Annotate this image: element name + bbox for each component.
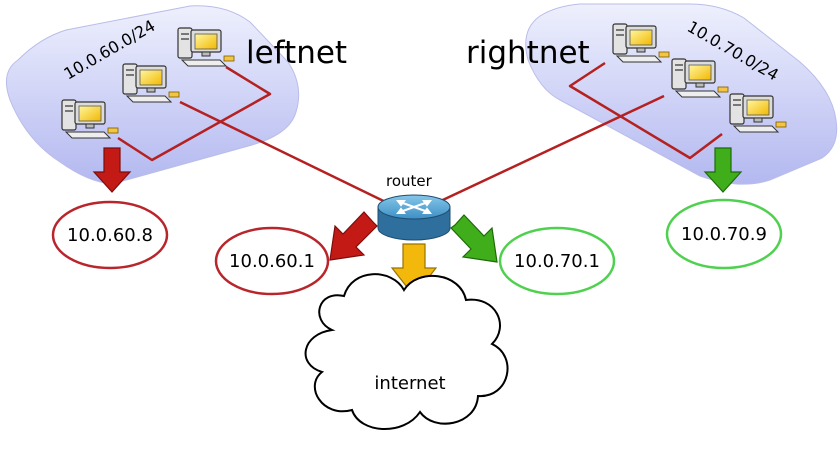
cable-right-1 [568,61,723,160]
router-right-ellipse [498,226,616,296]
router-left-ellipse [214,226,330,296]
router-right-address: 10.0.70.1 [514,251,600,272]
right-host-address: 10.0.70.9 [681,224,767,245]
right-host-ellipse [665,198,783,270]
router-left-address: 10.0.60.1 [229,251,315,272]
right-host-arrow-icon [703,147,743,193]
cable-right-2 [429,94,665,208]
internet-cloud-icon [304,273,509,430]
router-icon [377,194,451,241]
router-left-arrow-icon [329,211,378,261]
cables [117,61,723,210]
router-right-arrow-icon [450,214,498,263]
rightnet-title: rightnet [466,35,590,71]
leftnet-title: leftnet [246,35,347,71]
leftnet-subnet-area [5,5,300,185]
left-host-arrow-icon [92,147,132,193]
router-label: router [386,172,433,190]
cable-left-2 [179,100,399,210]
cable-left-1 [117,65,272,162]
left-host-ellipse [51,200,169,270]
left-host-address: 10.0.60.8 [67,225,153,246]
internet-label: internet [374,373,445,394]
